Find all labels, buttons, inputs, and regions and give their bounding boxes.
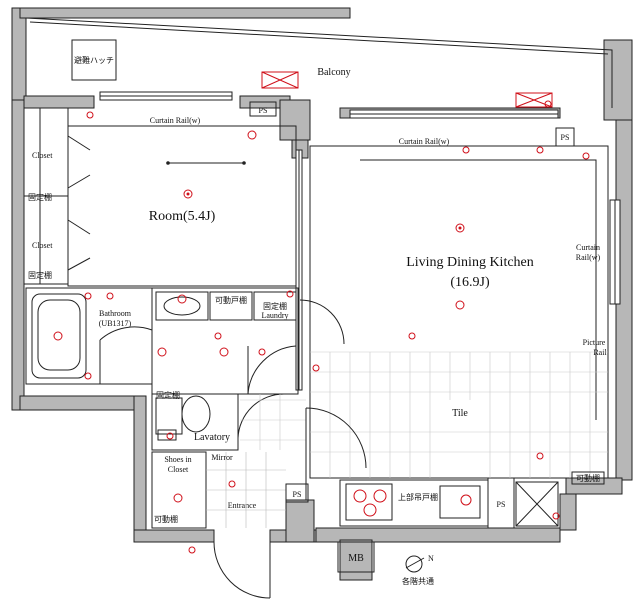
movable-shelf-label: 可動戸棚 xyxy=(215,295,247,305)
hall-tiles xyxy=(240,394,306,450)
western-room: Curtain Rail(w) Room(5.4J) xyxy=(67,111,303,391)
ldk: Curtain Rail(w) Curtain Rail(w) Picture … xyxy=(309,137,609,479)
closets: Closet 固定棚 Closet 固定棚 xyxy=(23,107,91,285)
lavatory-label: Lavatory xyxy=(194,432,230,443)
shoes-closet-label-1: Shoes in xyxy=(164,455,191,464)
closet-label-1: Closet xyxy=(32,151,53,160)
ldk-label: Living Dining Kitchen xyxy=(406,255,534,270)
entrance-label: Entrance xyxy=(228,501,257,510)
common-floors-label: 各階共通 xyxy=(402,576,434,586)
north-label: N xyxy=(428,554,434,563)
curtain-rail-room-label: Curtain Rail(w) xyxy=(150,116,201,125)
curtain-rail-side-label-2: Rail(w) xyxy=(576,253,601,262)
mb-label: MB xyxy=(348,553,364,564)
closet-label-2: Closet xyxy=(32,241,53,250)
bathroom-size-label: (UB1317) xyxy=(99,319,132,328)
balcony: 避難ハッチ Balcony xyxy=(25,17,613,108)
ps-label-3: PS xyxy=(293,490,302,499)
fixed-shelf-label-2: 固定棚 xyxy=(28,270,52,280)
fixed-shelf-lav-label: 固定棚 xyxy=(156,390,180,400)
north-arrow: N 各階共通 xyxy=(402,554,434,586)
kitchen: 上部吊戸棚 可動棚 xyxy=(339,471,605,527)
room-label: Room(5.4J) xyxy=(149,209,216,224)
fixed-shelf-label-1: 固定棚 xyxy=(28,192,52,202)
laundry-label: Laundry xyxy=(261,311,288,320)
washroom: 可動戸棚 固定棚 Laundry xyxy=(151,287,299,395)
curtain-rail-side-label-1: Curtain xyxy=(576,243,600,252)
movable-shelf-label-3: 可動棚 xyxy=(576,473,600,483)
lavatory: 固定棚 Lavatory xyxy=(151,390,285,451)
ldk-tiles xyxy=(310,351,608,478)
ps-label-1: PS xyxy=(259,106,268,115)
ldk-size-label: (16.9J) xyxy=(450,275,490,290)
windows xyxy=(99,91,621,305)
upper-cabinet-label: 上部吊戸棚 xyxy=(398,492,438,502)
ps-label-2: PS xyxy=(561,133,570,142)
hatch-box xyxy=(71,39,117,81)
picture-rail-label-1: Picture xyxy=(583,338,606,347)
bathroom: Bathroom (UB1317) xyxy=(25,287,153,385)
hatch-label: 避難ハッチ xyxy=(74,55,114,65)
picture-rail-label-2: Rail xyxy=(593,348,607,357)
ps-label-4: PS xyxy=(497,500,506,509)
balcony-label: Balcony xyxy=(317,67,350,78)
curtain-rail-ldk-label: Curtain Rail(w) xyxy=(399,137,450,146)
bathroom-label: Bathroom xyxy=(99,309,132,318)
mirror-label: Mirror xyxy=(211,453,233,462)
tile-label: Tile xyxy=(452,408,468,419)
shoes-closet-label-2: Closet xyxy=(168,465,189,474)
fixed-shelf-laundry-label: 固定棚 xyxy=(263,301,287,311)
entrance-area: Shoes in Closet 可動棚 Mirror Entrance xyxy=(151,451,286,599)
movable-shelf-label-2: 可動棚 xyxy=(154,514,178,524)
ldk-doors xyxy=(299,299,367,500)
